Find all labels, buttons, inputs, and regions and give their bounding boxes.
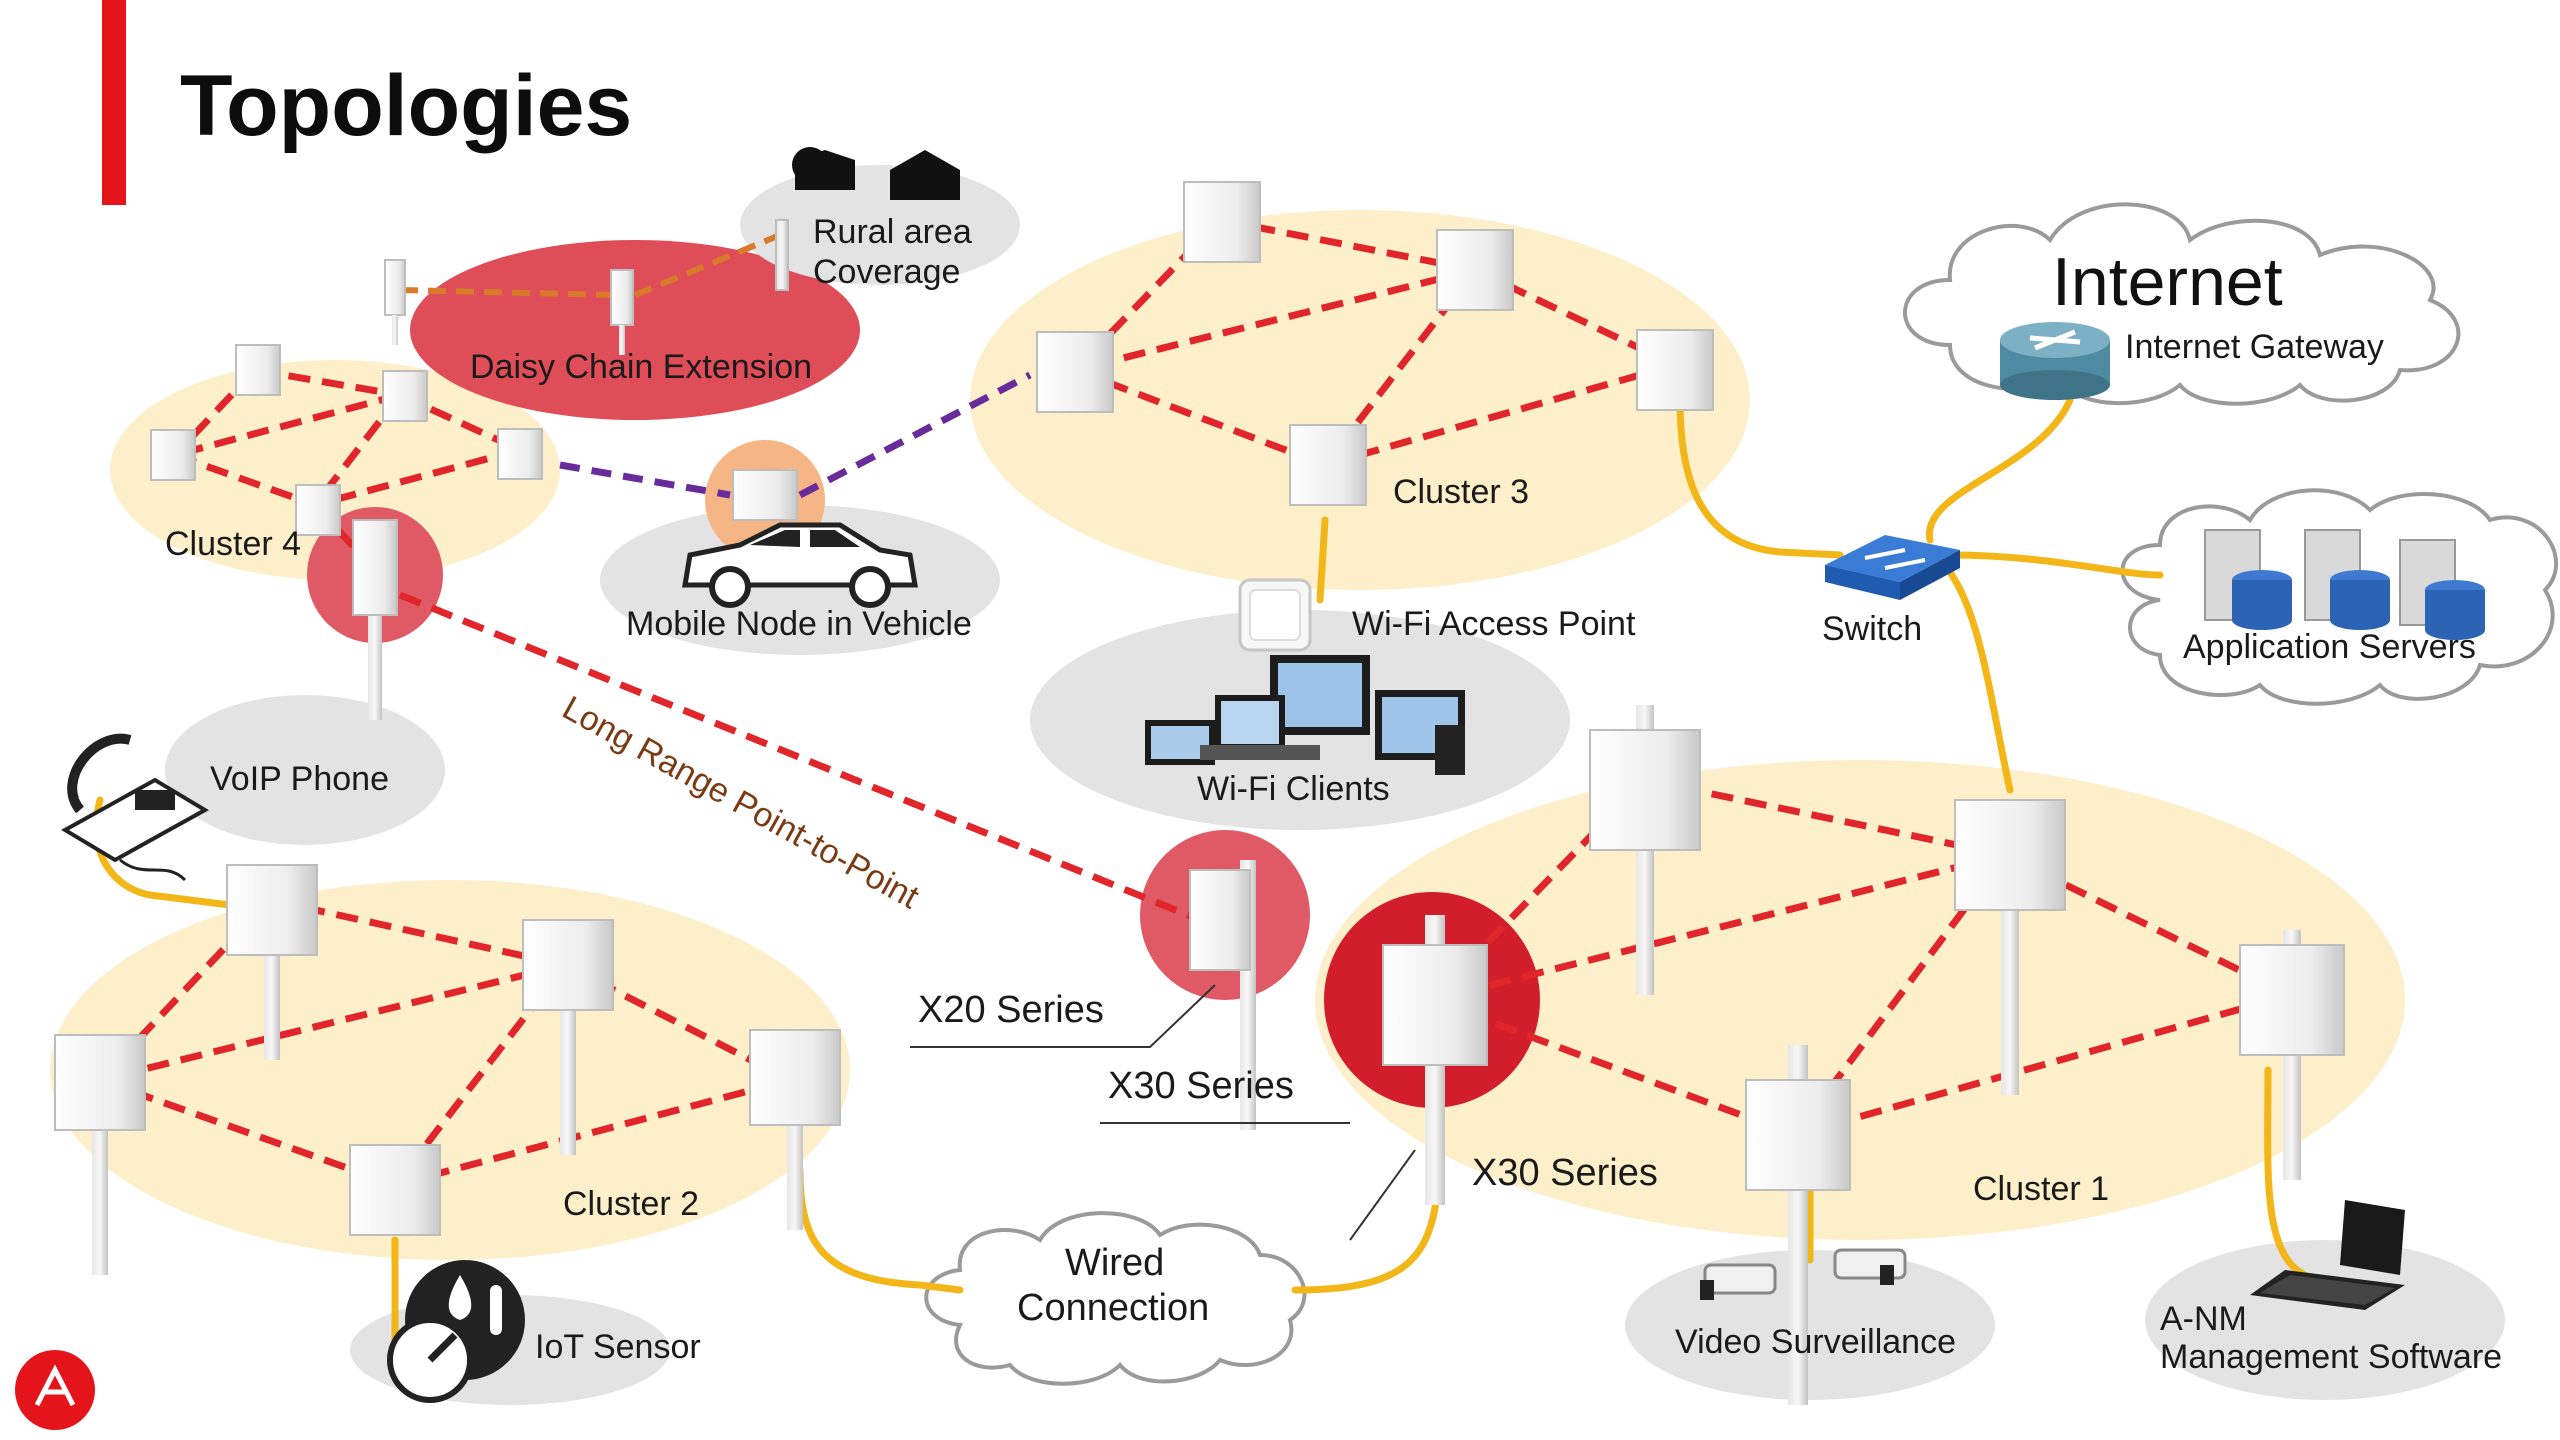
router-icon [2000, 322, 2110, 400]
ap-node-icon [775, 219, 789, 291]
ap-node-icon [295, 484, 341, 536]
ap-nodes [54, 181, 2345, 1405]
page-title: Topologies [180, 58, 632, 154]
daisy-chain-region [410, 240, 860, 420]
phone-icon [61, 733, 209, 882]
mobile-node-label: Mobile Node in Vehicle [626, 605, 972, 643]
x30-series-label-a: X30 Series [1108, 1065, 1294, 1107]
ap-node-icon [384, 259, 406, 345]
switch-label: Switch [1822, 610, 1922, 648]
car-icon [682, 522, 918, 608]
camera-icon [1700, 1248, 1907, 1300]
ap-node-icon [1436, 229, 1514, 311]
ap-node-icon [749, 1029, 841, 1230]
logo-icon [15, 1350, 95, 1430]
voip-label: VoIP Phone [210, 760, 389, 798]
ap-node-icon [150, 429, 196, 481]
house-icon [792, 147, 960, 200]
leader-lines [910, 984, 1416, 1241]
ap-node-icon [54, 1034, 146, 1275]
background-regions [50, 165, 2505, 1405]
x20-series-label: X20 Series [918, 989, 1104, 1031]
wifi-ap-label: Wi-Fi Access Point [1352, 605, 1636, 643]
long-range-label: Long Range Point-to-Point [556, 689, 925, 917]
anm-region [2145, 1240, 2505, 1400]
ap-node-icon [1954, 799, 2066, 1095]
ap-node-icon [1745, 1045, 1851, 1405]
wired-cloud [924, 1211, 1307, 1386]
cluster2-region [50, 880, 850, 1260]
ap-node-icon [352, 519, 398, 720]
ap-node-icon [732, 469, 798, 521]
rural-label-1: Rural area [813, 213, 972, 251]
voip-region [165, 695, 445, 845]
app-servers-label: Application Servers [2183, 628, 2476, 666]
ap-node-icon [1036, 331, 1114, 413]
ap-node-icon [1382, 915, 1488, 1205]
wired-label-1: Wired [1065, 1242, 1164, 1284]
gateway-label: Internet Gateway [2125, 328, 2384, 366]
vehicle-links [559, 371, 1032, 499]
internet-label: Internet [2052, 244, 2283, 320]
rural-label-2: Coverage [813, 253, 960, 291]
ap-node-icon [2239, 930, 2345, 1180]
video-label: Video Surveillance [1675, 1323, 1956, 1361]
ap-node-icon [1289, 424, 1367, 506]
ap-node-icon [1183, 181, 1261, 263]
ap-node-icon [1589, 705, 1701, 995]
iot-label: IoT Sensor [535, 1328, 701, 1366]
cluster1-label: Cluster 1 [1973, 1170, 2109, 1208]
ap-node-icon [235, 344, 281, 396]
switch-icon [1825, 535, 1960, 600]
ap-node-icon [610, 269, 634, 355]
cluster4-label: Cluster 4 [165, 525, 301, 563]
cluster3-label: Cluster 3 [1393, 473, 1529, 511]
title-accent-bar [102, 0, 126, 205]
x30-series-label-b: X30 Series [1472, 1152, 1658, 1194]
ap-node-icon [349, 1144, 441, 1236]
ap-node-icon [497, 428, 543, 480]
anm-label-2: Management Software [2160, 1338, 2502, 1376]
anm-label-1: A-NM [2160, 1300, 2247, 1338]
cluster1-region [1315, 760, 2405, 1240]
ap-node-icon [522, 919, 614, 1155]
cluster2-label: Cluster 2 [563, 1185, 699, 1223]
daisy-chain-links [399, 232, 782, 298]
server-icon [2204, 529, 2485, 640]
wifi-clients-label: Wi-Fi Clients [1197, 770, 1390, 808]
wifi-ap-icon [1238, 578, 1312, 652]
laptop-icon [1145, 655, 1465, 775]
ap-node-icon [382, 370, 428, 422]
gauge-icon [387, 1260, 525, 1403]
ap-node-icon [1636, 329, 1714, 411]
wired-label-2: Connection [1017, 1287, 1209, 1329]
ap-node-icon [1189, 860, 1256, 1130]
ap-node-icon [226, 864, 318, 1060]
laptop-icon [2250, 1200, 2405, 1310]
daisy-chain-label: Daisy Chain Extension [470, 348, 812, 386]
